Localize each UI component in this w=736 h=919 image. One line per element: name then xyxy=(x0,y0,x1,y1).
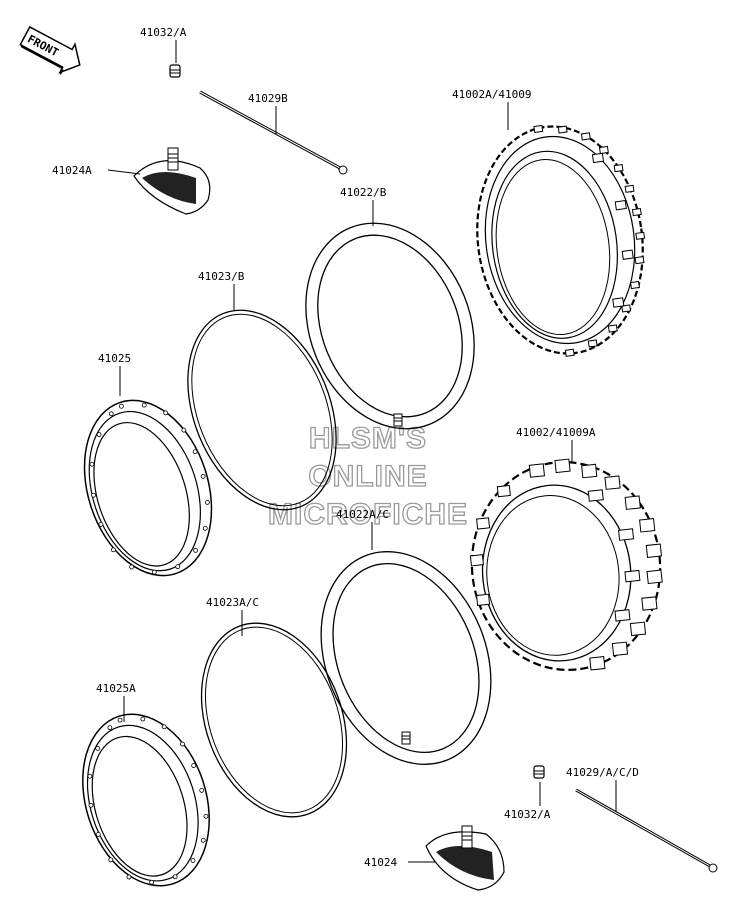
rim-band-top-part xyxy=(133,147,211,215)
label-valve-cap-bottom: 41032/A xyxy=(504,808,551,821)
tube-front-part xyxy=(320,551,492,765)
front-arrow-icon: FRONT xyxy=(19,25,81,76)
watermark: HLSM'S ONLINE MICROFICHE xyxy=(267,421,468,531)
label-rim-front: 41025A xyxy=(96,682,136,695)
valve-cap-top-part xyxy=(169,64,181,78)
rim-rear-part xyxy=(83,399,213,577)
spoke-bottom-part xyxy=(575,788,718,873)
label-rim-strip-front: 41023A/C xyxy=(206,596,259,609)
rim-front-part xyxy=(82,713,210,887)
tube-rear-valve-part xyxy=(393,413,403,427)
rim-strip-rear-part xyxy=(187,309,337,511)
label-spoke-top: 41029B xyxy=(248,92,288,105)
tire-rear-part xyxy=(476,124,646,357)
tube-rear-part xyxy=(305,222,475,430)
label-tire-front: 41002/41009A xyxy=(516,426,596,439)
tire-front-part xyxy=(469,458,663,671)
label-spoke-bottom: 41029/A/C/D xyxy=(566,766,639,779)
label-tire-rear: 41002A/41009 xyxy=(452,88,531,101)
spoke-top-part xyxy=(199,90,348,175)
label-rim-band-top: 41024A xyxy=(52,164,92,177)
watermark-line-2: ONLINE xyxy=(308,460,427,493)
valve-cap-bottom-part xyxy=(533,765,545,779)
rim-band-bottom-part xyxy=(425,825,505,891)
label-rim-band-bottom: 41024 xyxy=(364,856,397,869)
label-rim-rear: 41025 xyxy=(98,352,131,365)
watermark-line-3: MICROFICHE xyxy=(268,498,468,531)
label-tube-front: 41022A/C xyxy=(336,508,389,521)
label-tube-rear: 41022/B xyxy=(340,186,387,199)
tube-front-valve-part xyxy=(401,731,411,745)
watermark-line-1: HLSM'S xyxy=(309,422,427,455)
label-valve-cap-top: 41032/A xyxy=(140,26,187,39)
label-rim-strip-rear: 41023/B xyxy=(198,270,245,283)
rim-strip-front-part xyxy=(200,622,348,818)
